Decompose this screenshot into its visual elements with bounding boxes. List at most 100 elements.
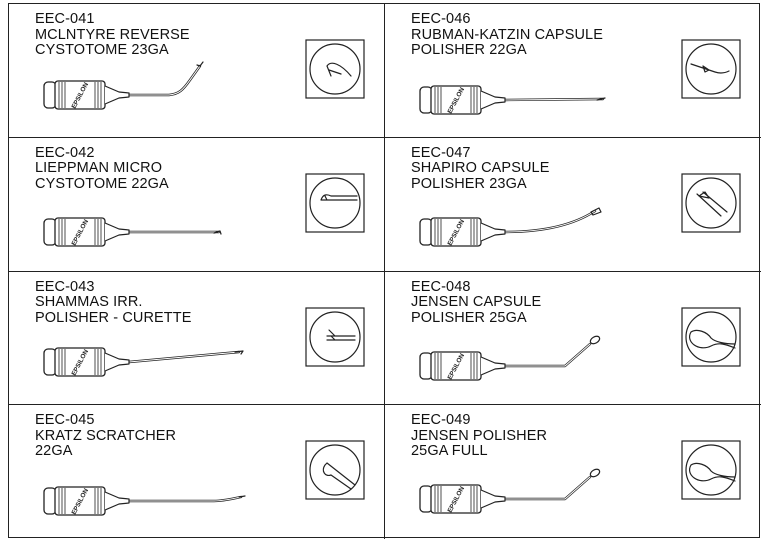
- instrument-handle: EPSILON: [43, 80, 130, 110]
- instrument-handle: EPSILON: [419, 217, 506, 247]
- inset-lens: [309, 310, 361, 363]
- instrument-drawing: EPSILON: [419, 306, 741, 380]
- instrument-handle: EPSILON: [419, 484, 506, 514]
- instrument-handle: EPSILON: [43, 217, 130, 247]
- instrument-drawing: EPSILON: [43, 306, 365, 376]
- inset-lens: [685, 310, 737, 363]
- handle-cap: [43, 347, 57, 376]
- inset-frame: [305, 39, 365, 99]
- product-name-line-2: POLISHER - CURETTE: [35, 309, 192, 326]
- handle-cap: [43, 487, 57, 515]
- handle-hub: [480, 90, 506, 110]
- inset-tip-shape: [689, 463, 736, 482]
- product-code: EEC-042: [35, 144, 95, 161]
- handle-cap: [419, 485, 433, 513]
- handle-cap: [43, 81, 57, 109]
- product-name-line-1: LIEPPMAN MICRO: [35, 160, 163, 177]
- inset-frame: [305, 306, 365, 367]
- product-code: EEC-041: [35, 11, 95, 27]
- instrument-shaft-inner: [128, 496, 242, 502]
- instrument-tip: [196, 61, 204, 67]
- product-code: EEC-046: [411, 11, 471, 27]
- product-code: EEC-048: [411, 278, 471, 295]
- product-name-line-2: POLISHER 25GA: [411, 309, 527, 326]
- inset-frame: [681, 39, 741, 99]
- inset-tip-shape: [689, 329, 736, 349]
- instrument-tip: [238, 495, 246, 498]
- inset-lens: [309, 444, 361, 496]
- instrument-tip: [590, 207, 602, 216]
- product-label: EEC-049 JENSEN POLISHER 25GA FULL: [411, 413, 547, 460]
- inset-lens: [685, 177, 737, 229]
- handle-cap: [419, 218, 433, 246]
- handle-hub: [104, 491, 130, 511]
- product-code: EEC-049: [411, 412, 471, 429]
- product-code: EEC-045: [35, 412, 95, 429]
- product-cell-eec-043: EEC-043 SHAMMAS IRR. POLISHER - CURETTE …: [9, 271, 385, 406]
- inset-tip-shape: [320, 193, 358, 201]
- instrument-tip: [589, 335, 601, 344]
- instrument-shaft-inner: [504, 98, 604, 101]
- instrument-drawing: EPSILON: [43, 173, 365, 247]
- inset-tip-shape: [322, 462, 356, 490]
- handle-hub: [480, 355, 506, 376]
- tip-detail-inset: [305, 440, 365, 500]
- inset-tip-shape: [696, 191, 728, 217]
- inset-lens: [309, 177, 361, 229]
- inset-tip-shape: [326, 62, 352, 77]
- instrument-shaft-inner: [504, 210, 596, 233]
- handle-cap: [419, 351, 433, 380]
- tip-detail-inset: [681, 306, 741, 367]
- handle-hub: [104, 85, 130, 105]
- product-cell-eec-041: EEC-041 MCLNTYRE REVERSE CYSTOTOME 23GA …: [9, 4, 385, 138]
- product-label: EEC-043 SHAMMAS IRR. POLISHER - CURETTE: [35, 279, 192, 327]
- product-name-line-2: 25GA FULL: [411, 443, 488, 460]
- instrument-drawing: EPSILON: [419, 173, 741, 247]
- product-name-line-2: POLISHER 23GA: [411, 175, 527, 192]
- instrument-shaft-inner: [504, 476, 591, 500]
- inset-lens: [309, 43, 361, 95]
- product-label: EEC-047 SHAPIRO CAPSULE POLISHER 23GA: [411, 145, 550, 193]
- handle-hub: [104, 351, 130, 372]
- instrument-shaft-inner: [504, 343, 591, 366]
- inset-frame: [305, 173, 365, 233]
- inset-tip-shape: [690, 63, 730, 74]
- product-name-line-1: SHAPIRO CAPSULE: [411, 160, 550, 177]
- tip-detail-inset: [681, 173, 741, 233]
- inset-tip-shape: [326, 328, 356, 341]
- instrument-shaft-inner: [128, 65, 201, 96]
- instrument-shaft-inner: [128, 351, 240, 362]
- inset-lens: [685, 444, 737, 496]
- instrument-handle: EPSILON: [43, 346, 130, 376]
- tip-detail-inset: [305, 173, 365, 233]
- product-cell-eec-047: EEC-047 SHAPIRO CAPSULE POLISHER 23GA EP…: [385, 138, 761, 272]
- tip-detail-inset: [681, 440, 741, 500]
- product-name-line-1: MCLNTYRE REVERSE: [35, 26, 190, 43]
- tip-detail-inset: [681, 39, 741, 99]
- product-label: EEC-045 KRATZ SCRATCHER 22GA: [35, 413, 176, 460]
- inset-frame: [305, 440, 365, 500]
- instrument-drawing: EPSILON: [43, 440, 365, 516]
- product-name-line-1: JENSEN CAPSULE: [411, 294, 542, 310]
- tip-detail-inset: [305, 306, 365, 367]
- product-cell-eec-045: EEC-045 KRATZ SCRATCHER 22GA EPSILON: [9, 405, 385, 539]
- product-label: EEC-046 RUBMAN-KATZIN CAPSULE POLISHER 2…: [411, 11, 603, 59]
- product-name-line-1: SHAMMAS IRR.: [35, 294, 143, 310]
- product-name-line-1: KRATZ SCRATCHER: [35, 427, 177, 444]
- product-label: EEC-048 JENSEN CAPSULE POLISHER 25GA: [411, 278, 542, 327]
- instrument-drawing: EPSILON: [419, 440, 741, 514]
- product-cell-eec-048: EEC-048 JENSEN CAPSULE POLISHER 25GA EPS…: [385, 272, 761, 406]
- inset-lens: [685, 43, 737, 95]
- product-name-line-1: RUBMAN-KATZIN CAPSULE: [411, 26, 603, 43]
- instrument-drawing: EPSILON: [419, 39, 741, 115]
- handle-hub: [104, 222, 130, 242]
- handle-hub: [480, 222, 506, 242]
- instrument-handle: EPSILON: [43, 486, 130, 516]
- product-cell-eec-049: EEC-049 JENSEN POLISHER 25GA FULL EPSILO…: [385, 405, 761, 539]
- tip-detail-inset: [305, 39, 365, 99]
- inset-frame: [681, 306, 741, 367]
- handle-cap: [43, 218, 57, 246]
- instrument-tip: [234, 349, 244, 355]
- product-grid: EEC-041 MCLNTYRE REVERSE CYSTOTOME 23GA …: [8, 3, 761, 539]
- handle-hub: [480, 489, 506, 509]
